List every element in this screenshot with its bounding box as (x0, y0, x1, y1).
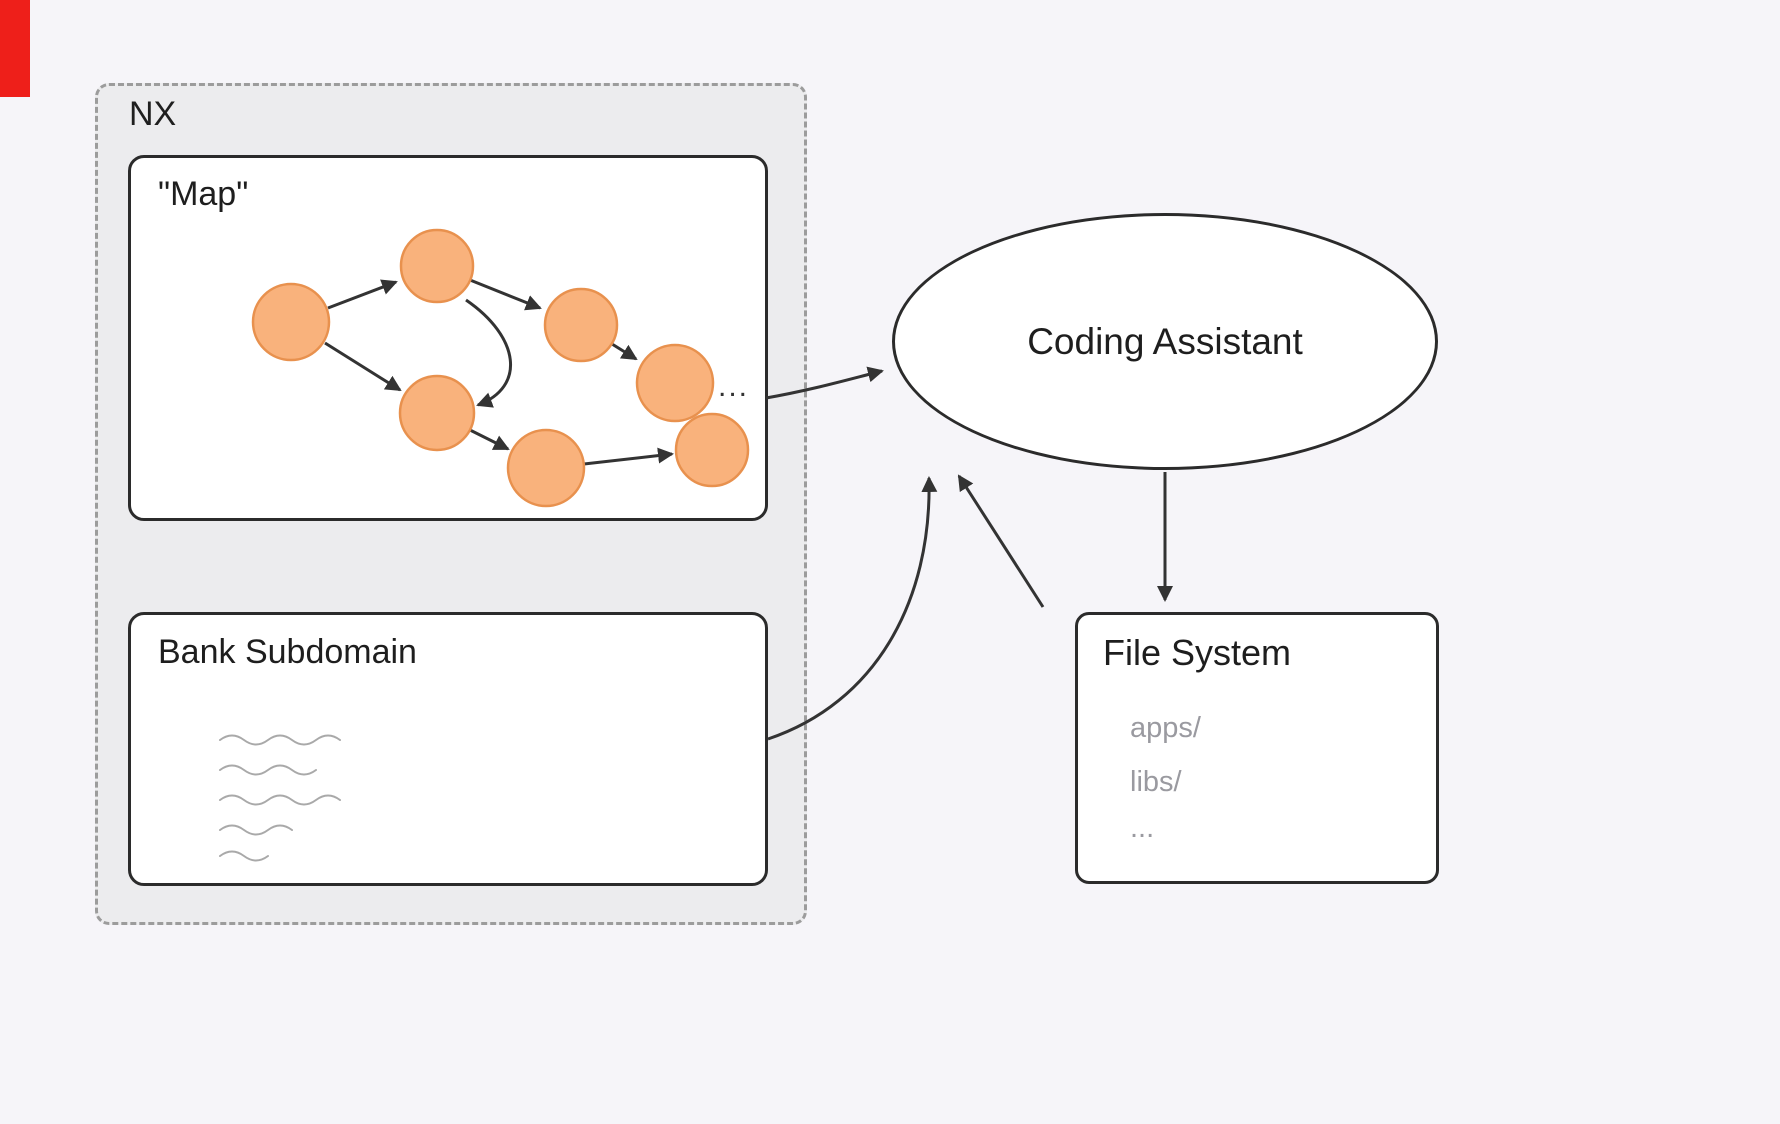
graph-ellipsis: ... (718, 370, 750, 403)
graph-node (543, 287, 619, 363)
graph-node (399, 228, 475, 304)
file-system-entry: ... (1130, 812, 1155, 844)
nx-label: NX (129, 95, 177, 133)
file-system-entry: libs/ (1130, 766, 1182, 798)
graph-edge (324, 341, 402, 392)
graph-node (506, 428, 586, 508)
coding-assistant-label: Coding Assistant (1027, 320, 1303, 362)
graph-nodes (251, 228, 750, 508)
map-title: "Map" (158, 175, 249, 213)
squiggle-line (219, 794, 341, 806)
squiggle-text-lines (219, 734, 341, 862)
file-system-title: File System (1103, 632, 1292, 673)
red-accent-bar (0, 0, 30, 97)
graph-edge-curved (465, 298, 513, 408)
dependency-graph (251, 228, 750, 508)
file-system-box (1075, 612, 1439, 884)
bank-subdomain-title: Bank Subdomain (158, 633, 417, 671)
graph-edge (469, 278, 542, 311)
graph-node (398, 374, 476, 452)
graph-edge (583, 447, 674, 466)
graph-edges (324, 278, 674, 466)
file-system-entry: apps/ (1130, 712, 1201, 744)
squiggle-line (219, 734, 341, 746)
graph-node (251, 282, 331, 362)
graph-edge (469, 428, 510, 451)
graph-node (674, 412, 750, 488)
arrow-filesystem-to-assistant (957, 474, 1045, 608)
squiggle-line (219, 850, 269, 862)
squiggle-line (219, 824, 293, 836)
graph-edge (327, 279, 398, 310)
bank-subdomain-box (128, 612, 768, 886)
squiggle-line (219, 764, 317, 776)
graph-node (635, 343, 715, 423)
graph-edge (611, 342, 638, 361)
coding-assistant-ellipse: Coding Assistant (892, 213, 1438, 470)
